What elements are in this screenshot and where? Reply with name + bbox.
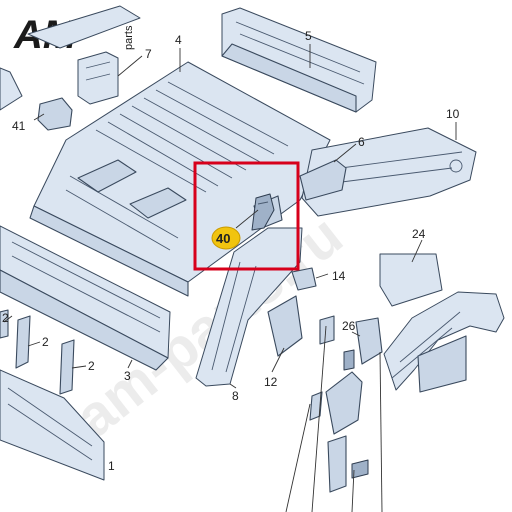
part-14-clip (291, 267, 317, 291)
callout-4[interactable]: 4 (175, 33, 182, 47)
callout-24[interactable]: 24 (412, 227, 426, 241)
part-3-sill (0, 225, 171, 371)
part-26-bracket (343, 317, 383, 371)
badge-ellipse (211, 226, 241, 250)
part-10-side-plate (301, 127, 477, 217)
leader-lines (3, 44, 457, 512)
part-6-bracket (299, 159, 347, 201)
part-41-bracket (37, 97, 73, 131)
part-5-cross-member (221, 7, 377, 113)
callout-8[interactable]: 8 (232, 389, 239, 403)
part-40-bracket (251, 193, 275, 231)
callout-12[interactable]: 12 (264, 375, 278, 389)
highlight-box (193, 161, 300, 271)
callout-2b[interactable]: 2 (88, 359, 95, 373)
logo-parts: parts (123, 25, 135, 50)
callout-41[interactable]: 41 (12, 119, 26, 133)
callout-26[interactable]: 26 (342, 319, 356, 333)
callout-5[interactable]: 5 (305, 29, 312, 43)
part-24-wheel-arch (379, 253, 505, 393)
callout-10[interactable]: 10 (446, 107, 460, 121)
part-12-bracket (267, 295, 303, 357)
callout-2a[interactable]: 2 (42, 335, 49, 349)
lower-right-parts (309, 315, 369, 493)
callout-labels: 4 5 7 10 6 41 14 24 26 12 8 3 2 2 2 1 (2, 29, 460, 473)
callout-6[interactable]: 6 (358, 135, 365, 149)
part-1-rocker (0, 369, 105, 481)
part-2-brackets (0, 309, 75, 395)
callout-2c[interactable]: 2 (2, 311, 9, 325)
callout-40-label: 40 (216, 231, 230, 246)
callout-7[interactable]: 7 (145, 47, 152, 61)
callout-3[interactable]: 3 (124, 369, 131, 383)
callout-1[interactable]: 1 (108, 459, 115, 473)
part-7-bracket (27, 5, 141, 105)
callout-40-badge[interactable]: 40 (211, 226, 241, 250)
callout-14[interactable]: 14 (332, 269, 346, 283)
left-edge-member (0, 67, 23, 111)
